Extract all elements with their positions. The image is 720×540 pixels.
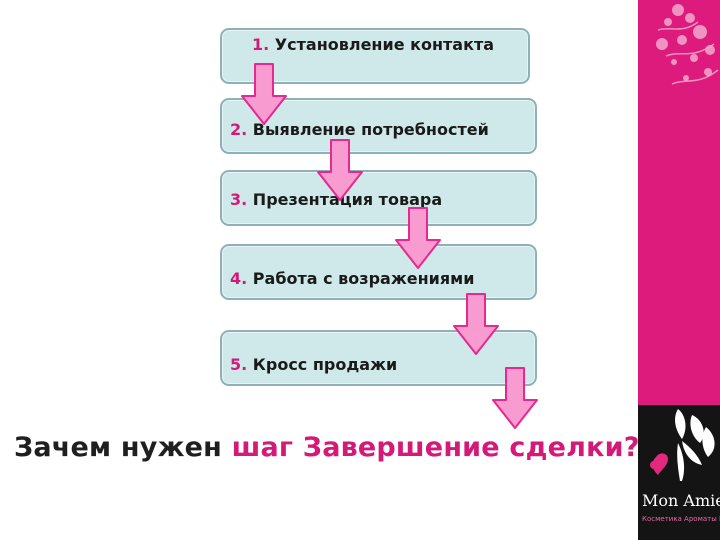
step-2-number: 2. — [230, 120, 248, 139]
step-4-number: 4. — [230, 269, 248, 288]
step-5-text: 5. Кросс продажи — [222, 355, 535, 374]
floral-ornament-icon — [656, 4, 719, 85]
step-box-2: 2. Выявление потребностей — [220, 98, 537, 154]
brand-tagline: Косметика Ароматы Под — [642, 515, 720, 523]
brand-logo: Mon Amie Косметика Ароматы Под — [638, 405, 720, 540]
down-arrow-icon — [317, 139, 363, 201]
down-arrow-icon — [453, 293, 499, 355]
question-dark-part: Зачем нужен — [14, 432, 232, 463]
down-arrow-icon — [492, 367, 538, 429]
step-5-number: 5. — [230, 355, 248, 374]
step-4-label: Работа с возражениями — [252, 269, 475, 288]
step-1-label: Установление контакта — [274, 35, 495, 54]
brand-name: Mon Amie — [642, 491, 720, 510]
brand-strip — [638, 0, 720, 405]
step-3-number: 3. — [230, 190, 248, 209]
step-3-label: Презентация товара — [252, 190, 443, 209]
step-2-text: 2. Выявление потребностей — [222, 120, 535, 139]
question-pink-part: шаг Завершение сделки? — [231, 432, 640, 463]
down-arrow-icon — [241, 63, 287, 125]
step-3-text: 3. Презентация товара — [222, 190, 535, 209]
flower-logo-icon — [650, 409, 715, 481]
question-heading: Зачем нужен шаг Завершение сделки? — [14, 432, 640, 463]
step-1-text: 1. Установление контакта — [222, 35, 528, 54]
step-5-label: Кросс продажи — [252, 355, 398, 374]
step-box-4: 4. Работа с возражениями — [220, 244, 537, 300]
step-4-text: 4. Работа с возражениями — [222, 269, 535, 288]
step-1-number: 1. — [252, 35, 270, 54]
down-arrow-icon — [395, 207, 441, 269]
step-2-label: Выявление потребностей — [252, 120, 489, 139]
step-box-3: 3. Презентация товара — [220, 170, 537, 226]
